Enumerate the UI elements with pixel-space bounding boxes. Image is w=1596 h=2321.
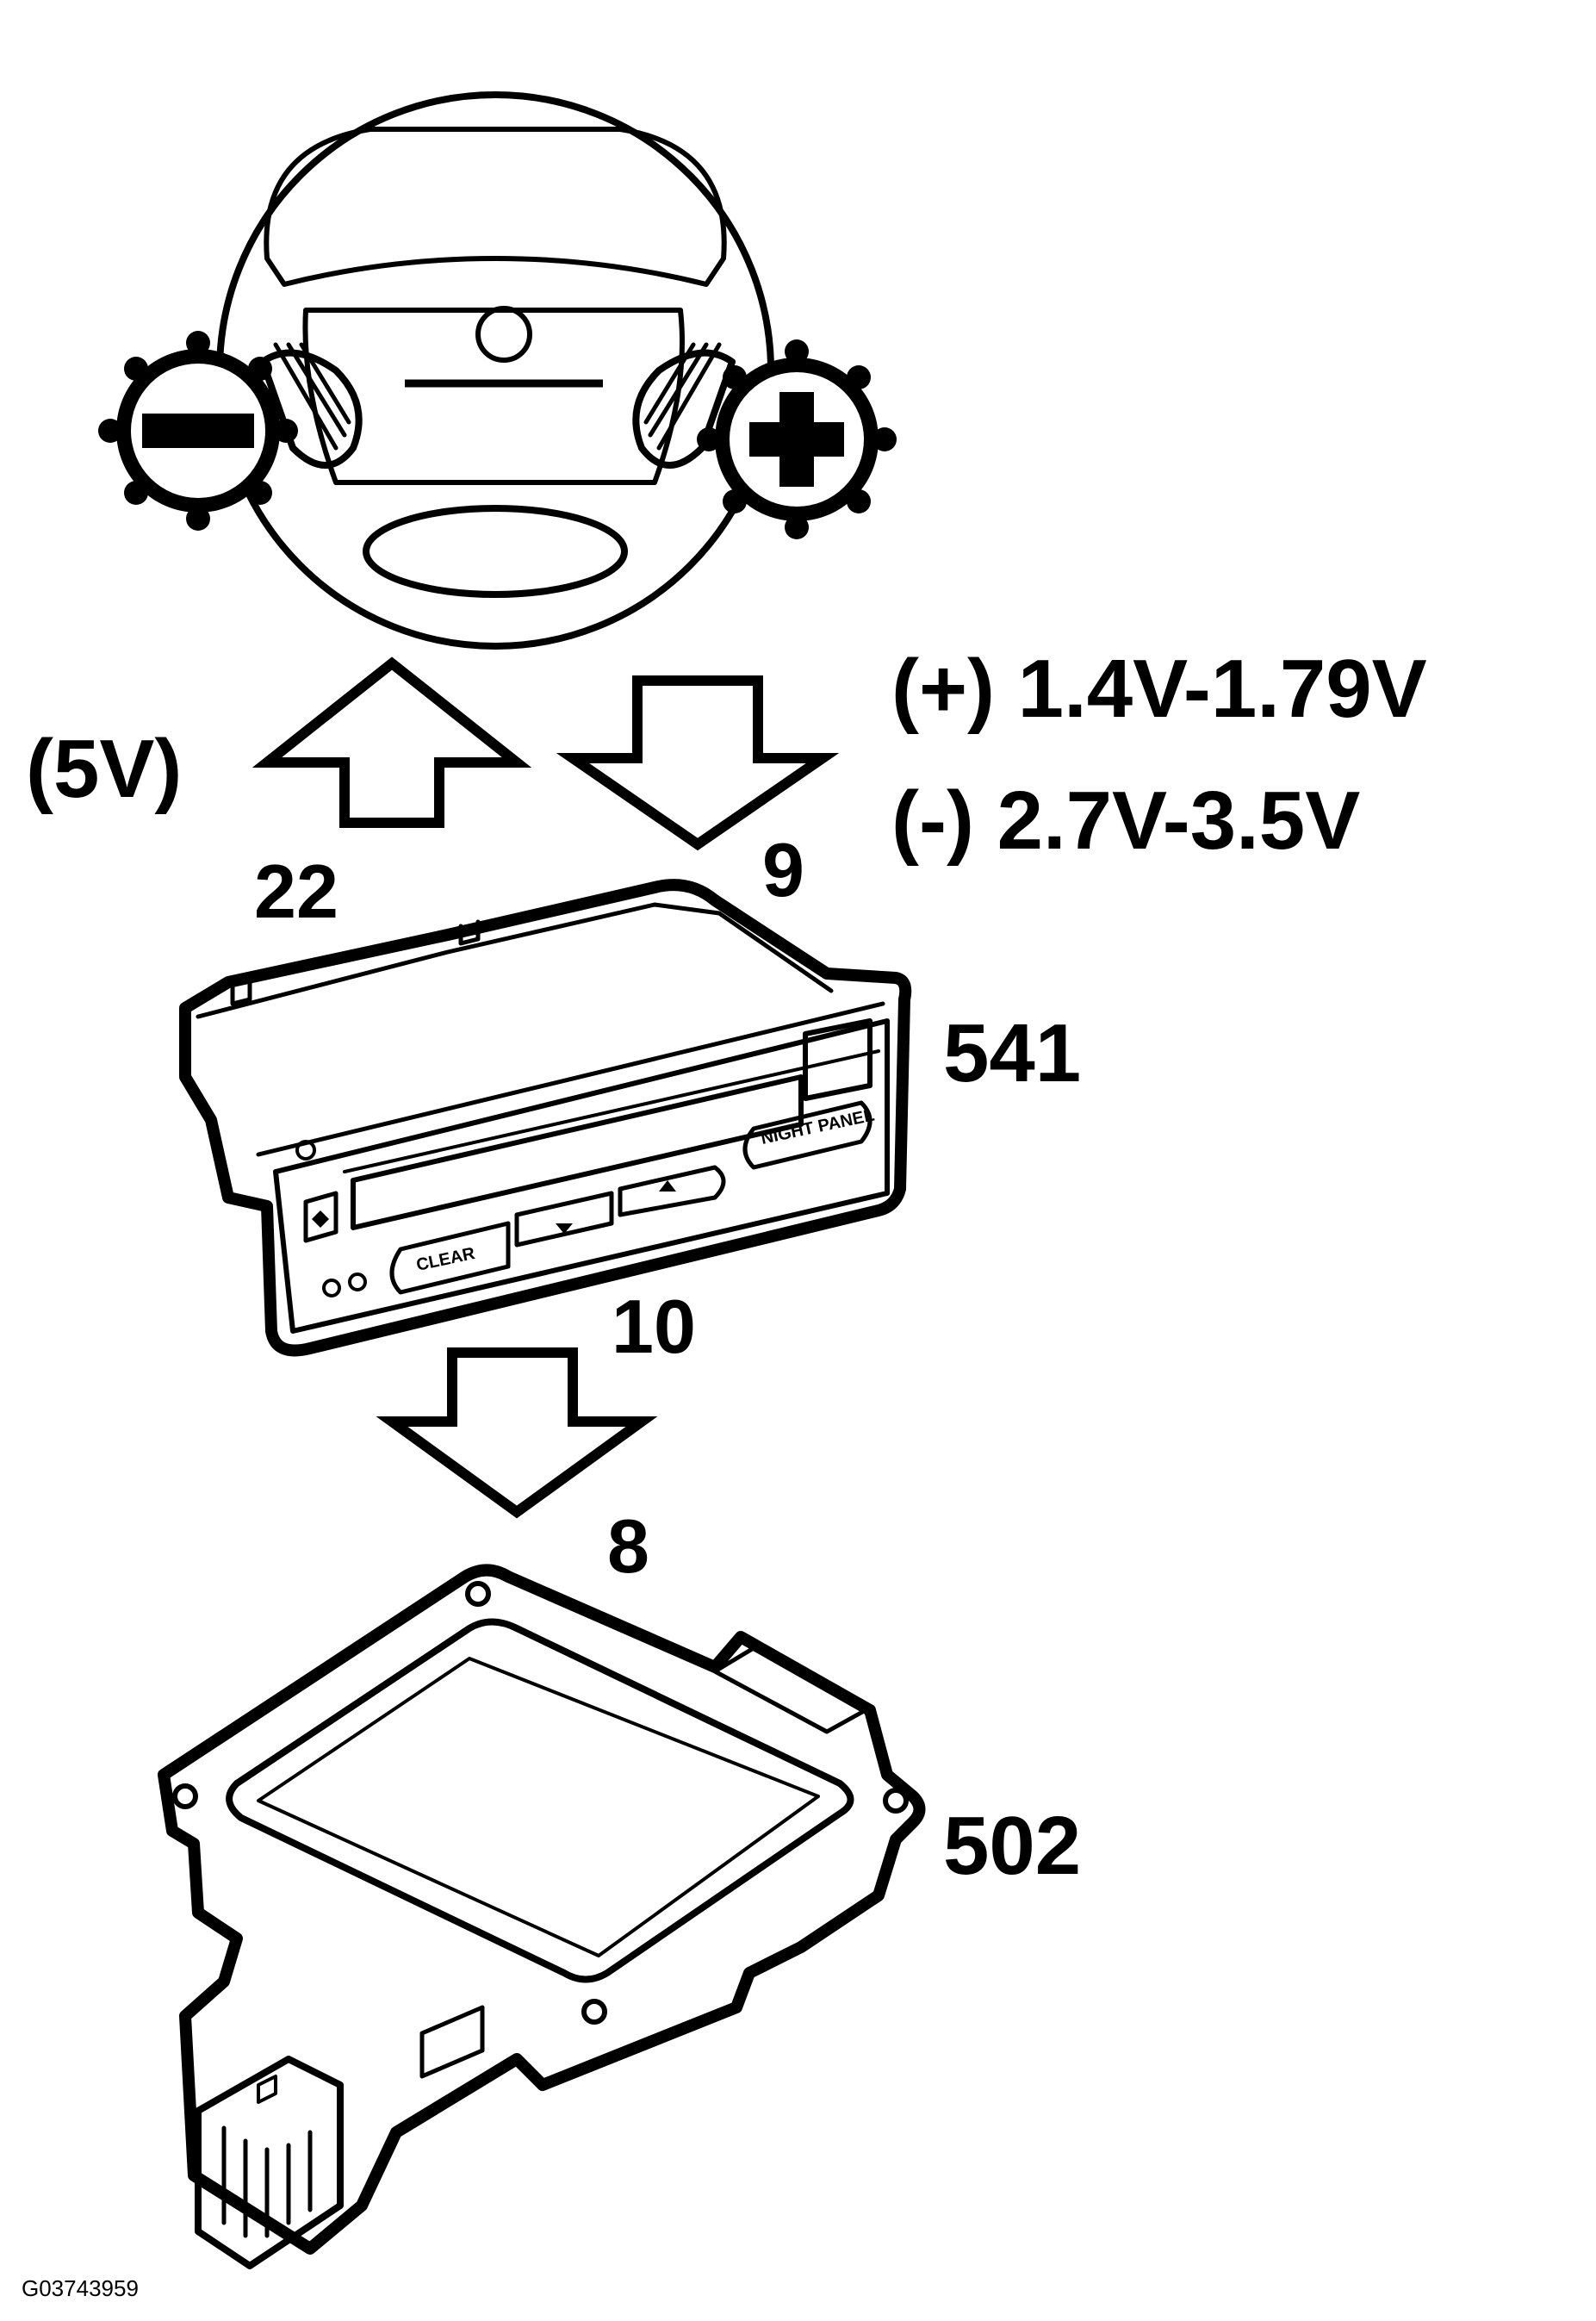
- pin-22-label: 22: [254, 849, 338, 934]
- pin-9-label: 9: [762, 827, 804, 912]
- pin-8-label: 8: [607, 1503, 649, 1589]
- minus-button-icon: [98, 331, 298, 531]
- control-module-502: [158, 1564, 926, 2269]
- plus-button-icon: [697, 339, 897, 539]
- figure-id: G03743959: [22, 2275, 139, 2301]
- component-502-label: 502: [943, 1800, 1081, 1892]
- steering-wheel: [216, 91, 774, 650]
- pin-10-label: 10: [612, 1284, 696, 1369]
- display-unit-541: CLEAR NIGHT PANEL: [179, 879, 912, 1357]
- arrow-down-icon: [376, 1347, 658, 1519]
- component-541-label: 541: [943, 1007, 1081, 1099]
- voltage-plus-label: (+) 1.4V-1.79V: [891, 643, 1427, 735]
- arrow-up-icon: [252, 656, 532, 828]
- voltage-minus-label: (-) 2.7V-3.5V: [891, 775, 1360, 867]
- arrow-down-icon: [556, 675, 840, 851]
- voltage-input-label: (5V): [26, 723, 182, 815]
